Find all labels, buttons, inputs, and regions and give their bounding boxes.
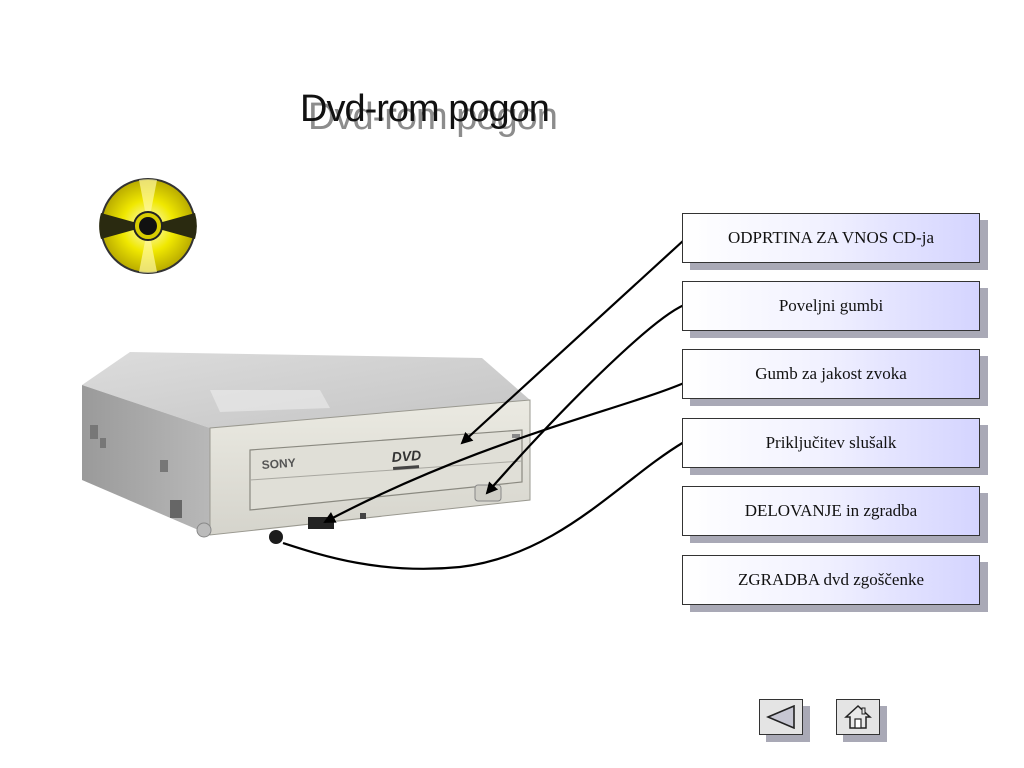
slide-title-shadow: Dvd-rom pogon: [308, 96, 558, 138]
slide-title-text: Dvd-rom pogon: [300, 88, 550, 130]
drive-brand-text: SONY: [261, 456, 296, 472]
label-disc-structure-button[interactable]: ZGRADBA dvd zgoščenke: [682, 555, 980, 605]
dvd-rom-drive-icon: SONY DVD: [82, 352, 531, 544]
house-icon: [844, 704, 872, 729]
back-button[interactable]: [759, 699, 803, 735]
label-operation-structure-button[interactable]: DELOVANJE in zgradba: [682, 486, 980, 536]
drive-dvd-logo: DVD: [391, 447, 422, 465]
slide-title: Dvd-rom pogon Dvd-rom pogon: [300, 88, 620, 148]
label-headphone-jack-button[interactable]: Priključitev slušalk: [682, 418, 980, 468]
label-control-buttons-button[interactable]: Poveljni gumbi: [682, 281, 980, 331]
home-button[interactable]: [836, 699, 880, 735]
triangle-left-icon: [766, 705, 795, 729]
label-volume-button[interactable]: Gumb za jakost zvoka: [682, 349, 980, 399]
cd-disc-icon: [99, 178, 197, 274]
label-cd-slot-button[interactable]: ODPRTINA ZA VNOS CD-ja: [682, 213, 980, 263]
